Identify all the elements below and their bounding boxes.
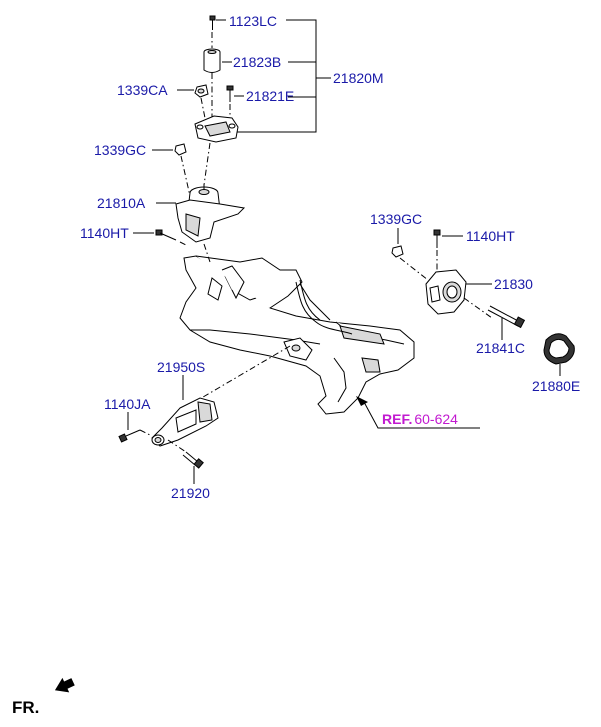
label-21880e: 21880E (532, 378, 580, 394)
label-21920: 21920 (171, 485, 210, 501)
bolt-21821e (226, 85, 244, 102)
upper-mount-bracket (194, 115, 239, 143)
bolt-1123lc (209, 15, 226, 30)
label-1140ja: 1140JA (104, 396, 151, 412)
label-1140ht-left: 1140HT (80, 225, 129, 241)
engine-mount-21810a (156, 184, 246, 243)
label-21820m: 21820M (333, 70, 384, 86)
transmission-mount-21830 (425, 269, 492, 315)
front-label: FR. (12, 698, 39, 717)
ref-leader (356, 396, 480, 429)
label-21830: 21830 (494, 276, 533, 292)
group-bracket-21820M (236, 19, 331, 133)
label-21823b: 21823B (233, 54, 281, 70)
ref-prefix: REF. (382, 411, 412, 427)
roll-rod-21950s (151, 375, 219, 447)
subframe (179, 255, 415, 415)
ref-code: 60-624 (414, 411, 458, 427)
label-21950s: 21950S (157, 359, 205, 375)
bolt-1140ht-left (133, 229, 177, 241)
label-1140ht-right: 1140HT (466, 228, 515, 244)
label-21810a: 21810A (97, 195, 146, 211)
cover-21880e (543, 333, 575, 376)
label-1339gc-top: 1339GC (94, 142, 146, 158)
bolt-1140ja (118, 412, 141, 443)
bolt-21841c (487, 305, 526, 340)
label-1123lc: 1123LC (229, 13, 277, 29)
bolt-21920 (182, 451, 204, 484)
nut-1339ca (177, 84, 209, 98)
label-21821e: 21821E (246, 88, 294, 104)
bolt-1140ht-right (433, 229, 463, 248)
label-1339gc-right: 1339GC (370, 211, 422, 227)
front-arrow-icon (54, 677, 75, 693)
ref-label[interactable]: REF.60-624 (382, 411, 458, 427)
bushing-21823b (203, 48, 232, 73)
nut-1339gc-right (391, 228, 404, 258)
label-21841c: 21841C (476, 340, 525, 356)
nut-1339gc-top (152, 143, 187, 156)
label-1339ca: 1339CA (117, 82, 168, 98)
